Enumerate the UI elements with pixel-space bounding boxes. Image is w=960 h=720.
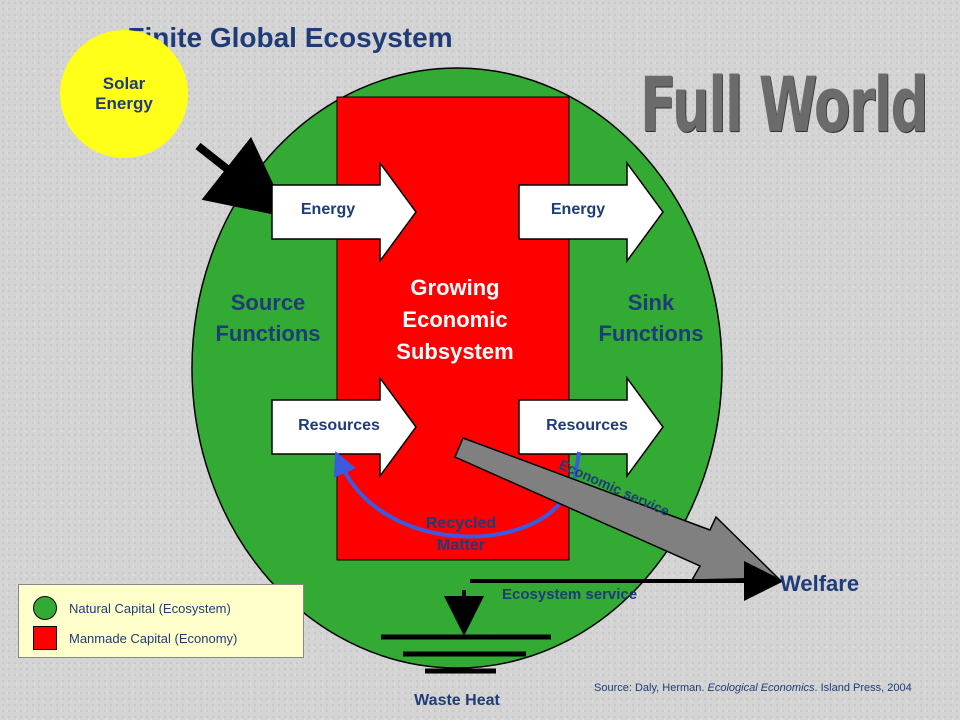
legend-item-natural: Natural Capital (Ecosystem) <box>33 596 231 620</box>
legend-natural-label: Natural Capital (Ecosystem) <box>69 600 231 616</box>
blue-marker <box>573 451 581 479</box>
natural-capital-swatch <box>33 596 57 620</box>
source-prefix: Source: Daly, Herman. <box>594 682 708 694</box>
source-functions-label: Source Functions <box>215 290 321 346</box>
sun: Solar Energy <box>60 30 188 158</box>
recycle-arc <box>333 450 568 539</box>
source-book-title: Ecological Economics <box>707 682 815 694</box>
source-suffix: . Island Press, 2004 <box>814 682 912 694</box>
legend: Natural Capital (Ecosystem) Manmade Capi… <box>18 584 304 658</box>
resources-in-arrow <box>271 375 417 479</box>
recycled-matter-label: Recycled Matter <box>425 515 497 555</box>
solar-arrow <box>195 136 290 218</box>
legend-item-manmade: Manmade Capital (Economy) <box>33 626 237 650</box>
resources-out-arrow <box>518 375 664 479</box>
ecosystem-service-label: Ecosystem service <box>502 586 638 603</box>
resources-out-label: Resources <box>546 417 628 434</box>
energy-in-arrow <box>271 160 417 264</box>
full-world-banner: Full World <box>640 60 929 149</box>
energy-in-label: Energy <box>300 201 356 218</box>
energy-out-label: Energy <box>550 201 606 218</box>
sink-functions-label: Sink Functions <box>598 290 704 346</box>
subsystem-label: Growing Economic Subsystem <box>396 275 514 364</box>
diagram-title: Finite Global Ecosystem <box>127 22 453 53</box>
welfare-label: Welfare <box>780 571 860 596</box>
waste-heat-label: Waste Heat <box>414 692 500 709</box>
manmade-capital-swatch <box>33 626 57 650</box>
solar-energy-label: Solar Energy <box>95 73 153 113</box>
resources-in-label: Resources <box>298 417 380 434</box>
source-citation: Source: Daly, Herman. Ecological Economi… <box>594 680 954 697</box>
legend-manmade-label: Manmade Capital (Economy) <box>69 630 238 646</box>
energy-out-arrow <box>518 160 664 264</box>
